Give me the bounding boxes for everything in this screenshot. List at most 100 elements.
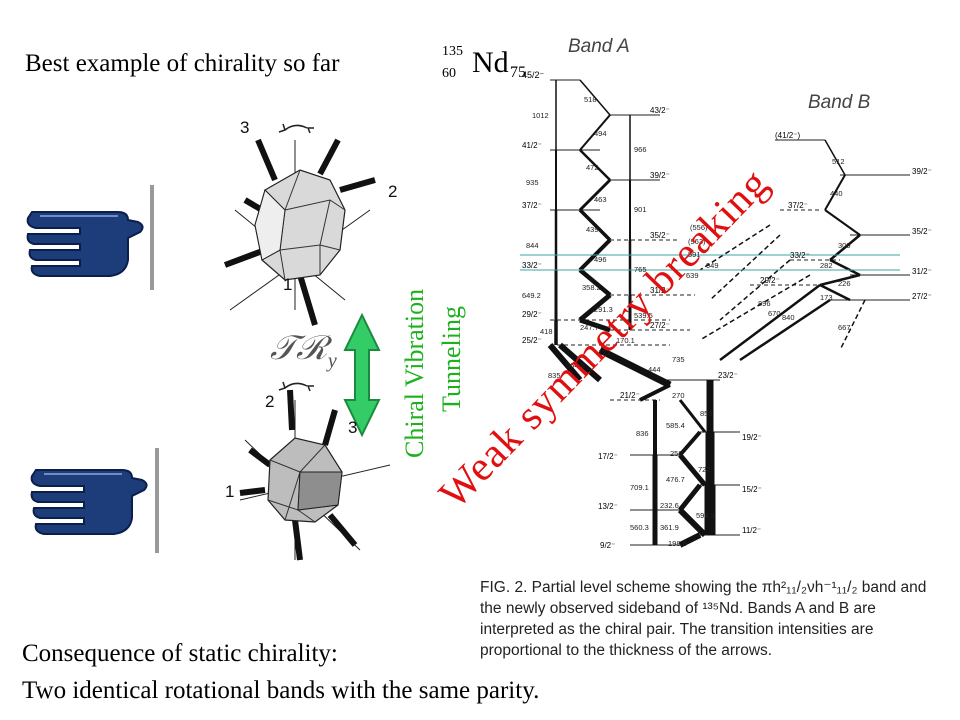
transition-energy: 966 [634, 145, 647, 154]
consequence-text: Two identical rotational bands with the … [22, 677, 540, 704]
transition-energy: 440 [830, 189, 843, 198]
operator-label: 𝒯ℛy [270, 330, 337, 373]
level-label: 37/2⁻ [788, 201, 808, 210]
headline: Best example of chirality so far [25, 50, 340, 77]
level-label: (41/2⁻) [775, 131, 800, 140]
operator-subscript: y [327, 349, 337, 372]
transition-energy: (556) [690, 223, 708, 232]
axis-label: 1 [225, 482, 235, 501]
level-label: 17/2⁻ [598, 452, 618, 461]
level-label: 37/2⁻ [522, 201, 542, 210]
transition-energy: 518 [584, 95, 597, 104]
level-label: 11/2⁻ [742, 526, 761, 535]
axis-label: 2 [265, 392, 275, 411]
consequence-heading: Consequence of static chirality: [22, 640, 338, 667]
axis-label: 3 [240, 118, 250, 137]
level-label: 13/2⁻ [598, 502, 618, 511]
transition-energy: 472 [586, 163, 599, 172]
transition-energy: 949 [706, 261, 719, 270]
transition-energy: 709.1 [630, 483, 649, 492]
transition-energy: 439 [586, 225, 599, 234]
transition-energy: 496 [594, 255, 607, 264]
level-label: 21/2⁻ [620, 391, 640, 400]
level-label: 39/2⁻ [650, 171, 670, 180]
axis-label: 1 [283, 275, 293, 294]
neutron-number: 75 [510, 64, 526, 81]
mass-number: 135 [442, 44, 463, 59]
level-label: 23/2⁻ [718, 371, 738, 380]
transition-energy: 476.7 [666, 475, 685, 484]
operator-symbol: 𝒯ℛ [270, 330, 328, 367]
transition-energy: 309 [838, 241, 851, 250]
tunneling-label: Tunneling [437, 306, 466, 412]
left-hand-icon [30, 448, 159, 553]
transition-energy: 247.7 [580, 323, 599, 332]
transition-energy: 901 [634, 205, 647, 214]
transition-energy: 649.2 [522, 291, 541, 300]
transition-energy: 639 [686, 271, 699, 280]
level-label: 39/2⁻ [912, 167, 932, 176]
band-a-label: Band A [568, 36, 630, 57]
transition-energy: 844 [526, 241, 539, 250]
axis-label: 2 [388, 182, 398, 201]
level-label: 27/2⁻ [912, 292, 932, 301]
transition-energy: 539.5 [634, 311, 653, 320]
transition-energy: 727 [698, 465, 711, 474]
nuclide-symbol: 135 60 Nd 75 [442, 44, 572, 86]
transition-energy: 463 [594, 195, 607, 204]
level-scheme: 45/2⁻ 43/2⁻ 41/2⁻ 39/2⁻ 37/2⁻ 35/2⁻ 33/2… [520, 70, 932, 550]
right-hand-icon [26, 185, 154, 290]
nucleus-bottom [239, 381, 391, 561]
transition-energy: 270 [672, 391, 685, 400]
level-label: 19/2⁻ [742, 433, 762, 442]
level-label: 33/2⁻ [522, 261, 542, 270]
double-arrow-icon [343, 312, 381, 438]
transition-energy: 935 [526, 178, 539, 187]
transition-energy: 173 [820, 293, 833, 302]
level-label: 45/2⁻ [522, 70, 545, 80]
transition-energy: 591 [688, 250, 701, 259]
transition-energy: 765 [634, 265, 647, 274]
transition-energy: 670 [768, 309, 781, 318]
transition-energy: 170.1 [616, 336, 635, 345]
level-label: 25/2⁻ [522, 336, 542, 345]
transition-energy: 361.9 [660, 523, 679, 532]
transition-energy: 855 [700, 409, 713, 418]
transition-energy: 358.2 [582, 283, 601, 292]
transition-energy: 667 [838, 323, 851, 332]
figure-caption: FIG. 2. Partial level scheme showing the… [480, 579, 927, 659]
transition-energy: 1012 [532, 111, 549, 120]
transition-energy: 512 [832, 157, 845, 166]
atomic-number: 60 [442, 66, 456, 81]
transition-energy: 594.3 [696, 511, 715, 520]
transition-energy: 291.3 [594, 305, 613, 314]
transition-energy: 564.8 [566, 361, 585, 370]
transition-energy: 418 [540, 327, 553, 336]
level-label: 35/2⁻ [912, 227, 932, 236]
level-label: 31/2⁻ [912, 267, 932, 276]
level-label: 35/2⁻ [650, 231, 670, 240]
chirality-illustration [26, 123, 391, 561]
transition-energy: 198.8 [668, 539, 687, 548]
level-label: 27/2⁻ [650, 321, 670, 330]
transition-energy: 896 [758, 299, 771, 308]
band-b-label: Band B [808, 92, 871, 113]
transition-energy: 836 [636, 429, 649, 438]
level-label: 41/2⁻ [522, 141, 542, 150]
transition-energy: 835 [548, 371, 561, 380]
transition-energy: 585.4 [666, 421, 685, 430]
level-label: 29/2⁻ [760, 276, 780, 285]
transition-energy: 282 [820, 261, 833, 270]
transition-energy: 121 [598, 348, 611, 357]
transition-energy: 560.3 [630, 523, 649, 532]
level-label: 29/2⁻ [522, 310, 542, 319]
level-label: 33/2⁻ [790, 251, 810, 260]
axis-label: 3 [348, 418, 358, 437]
level-label: 43/2⁻ [650, 106, 670, 115]
transition-energy: 444 [648, 365, 661, 374]
transition-energy: (963) [688, 237, 706, 246]
transition-energy: 226 [838, 279, 851, 288]
transition-energy: 840 [782, 313, 795, 322]
transition-energy: 232.6 [660, 501, 679, 510]
nucleus-top [223, 123, 376, 326]
